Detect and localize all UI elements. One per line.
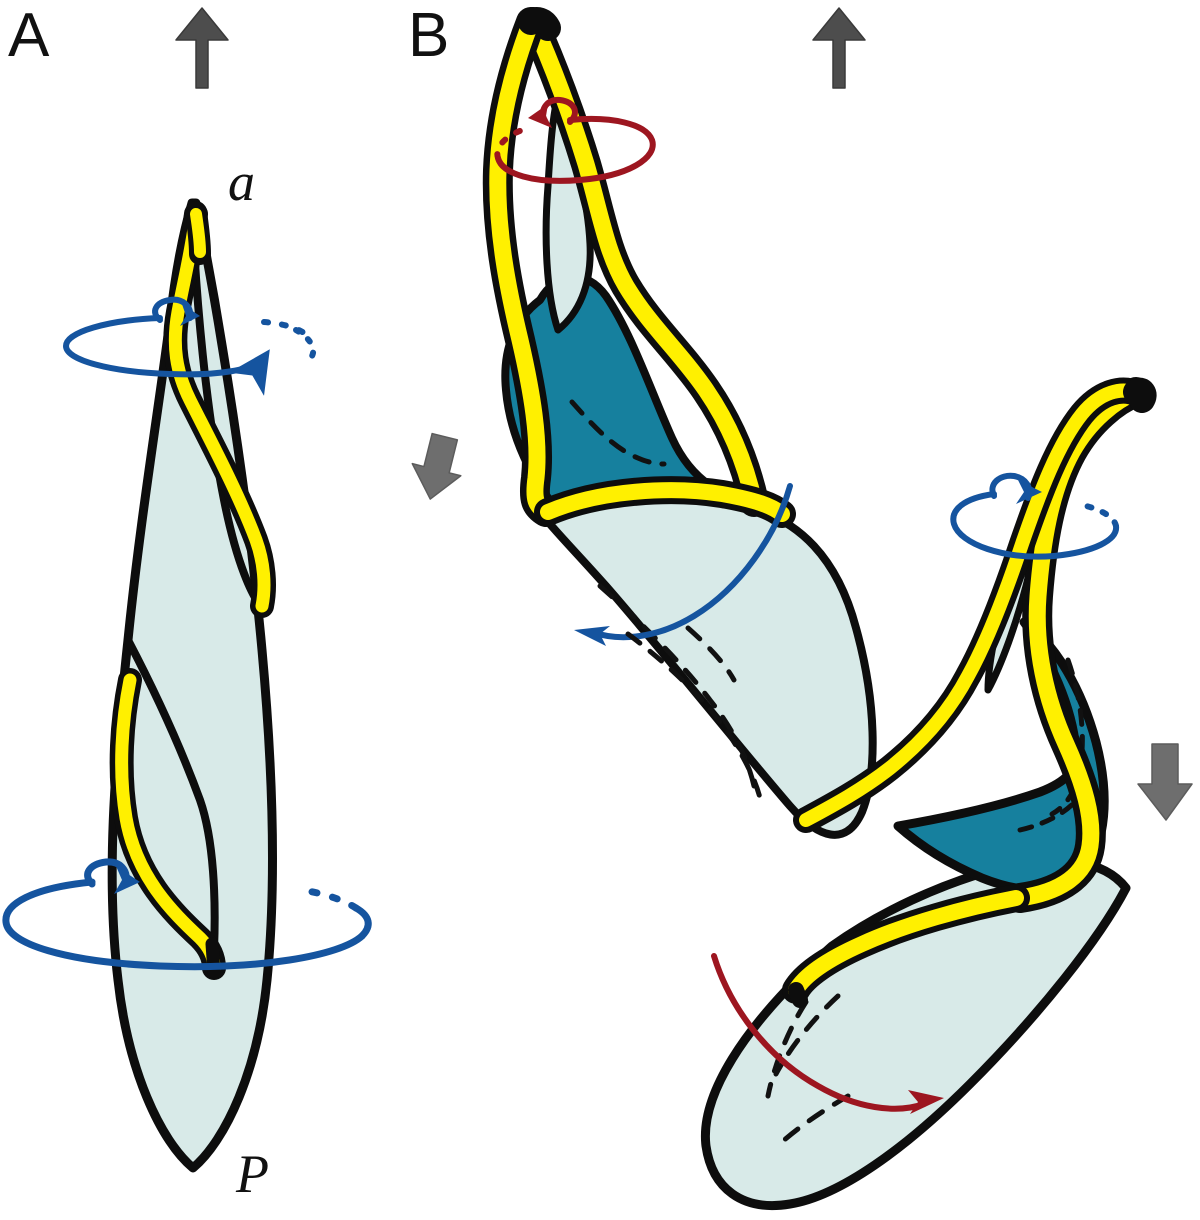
panel-b-upper-left-cell	[411, 7, 877, 839]
panel-a-net-translation-arrow	[175, 7, 229, 89]
panel-a-posterior-label: P	[235, 1144, 269, 1204]
panel-b: B	[408, 1, 1193, 1210]
panel-b-net-translation-arrow	[812, 7, 866, 89]
panel-a-posterior-rotation-ring[interactable]	[2, 858, 372, 971]
panel-b-lower-posterior-rotation-arc[interactable]	[711, 953, 944, 1114]
panel-b-upper-anterior-rotation-ring[interactable]	[494, 96, 656, 184]
panel-b-lower-drag-arrow	[1137, 743, 1193, 821]
panel-b-label: B	[408, 1, 449, 70]
panel-a-anterior-label: a	[228, 152, 255, 212]
panel-b-upper-posterior-rotation-arc[interactable]	[574, 483, 793, 801]
panel-a: A	[2, 1, 372, 1204]
panel-a-label: A	[8, 1, 50, 70]
panel-b-lower-right-cell	[700, 377, 1193, 1210]
panel-b-lower-anterior-rotation-ring[interactable]	[950, 472, 1120, 560]
panel-b-upper-drag-arrow	[411, 432, 462, 500]
panel-a-cell-body	[107, 198, 277, 1173]
panel-a-anterior-rotation-ring[interactable]	[62, 296, 317, 396]
